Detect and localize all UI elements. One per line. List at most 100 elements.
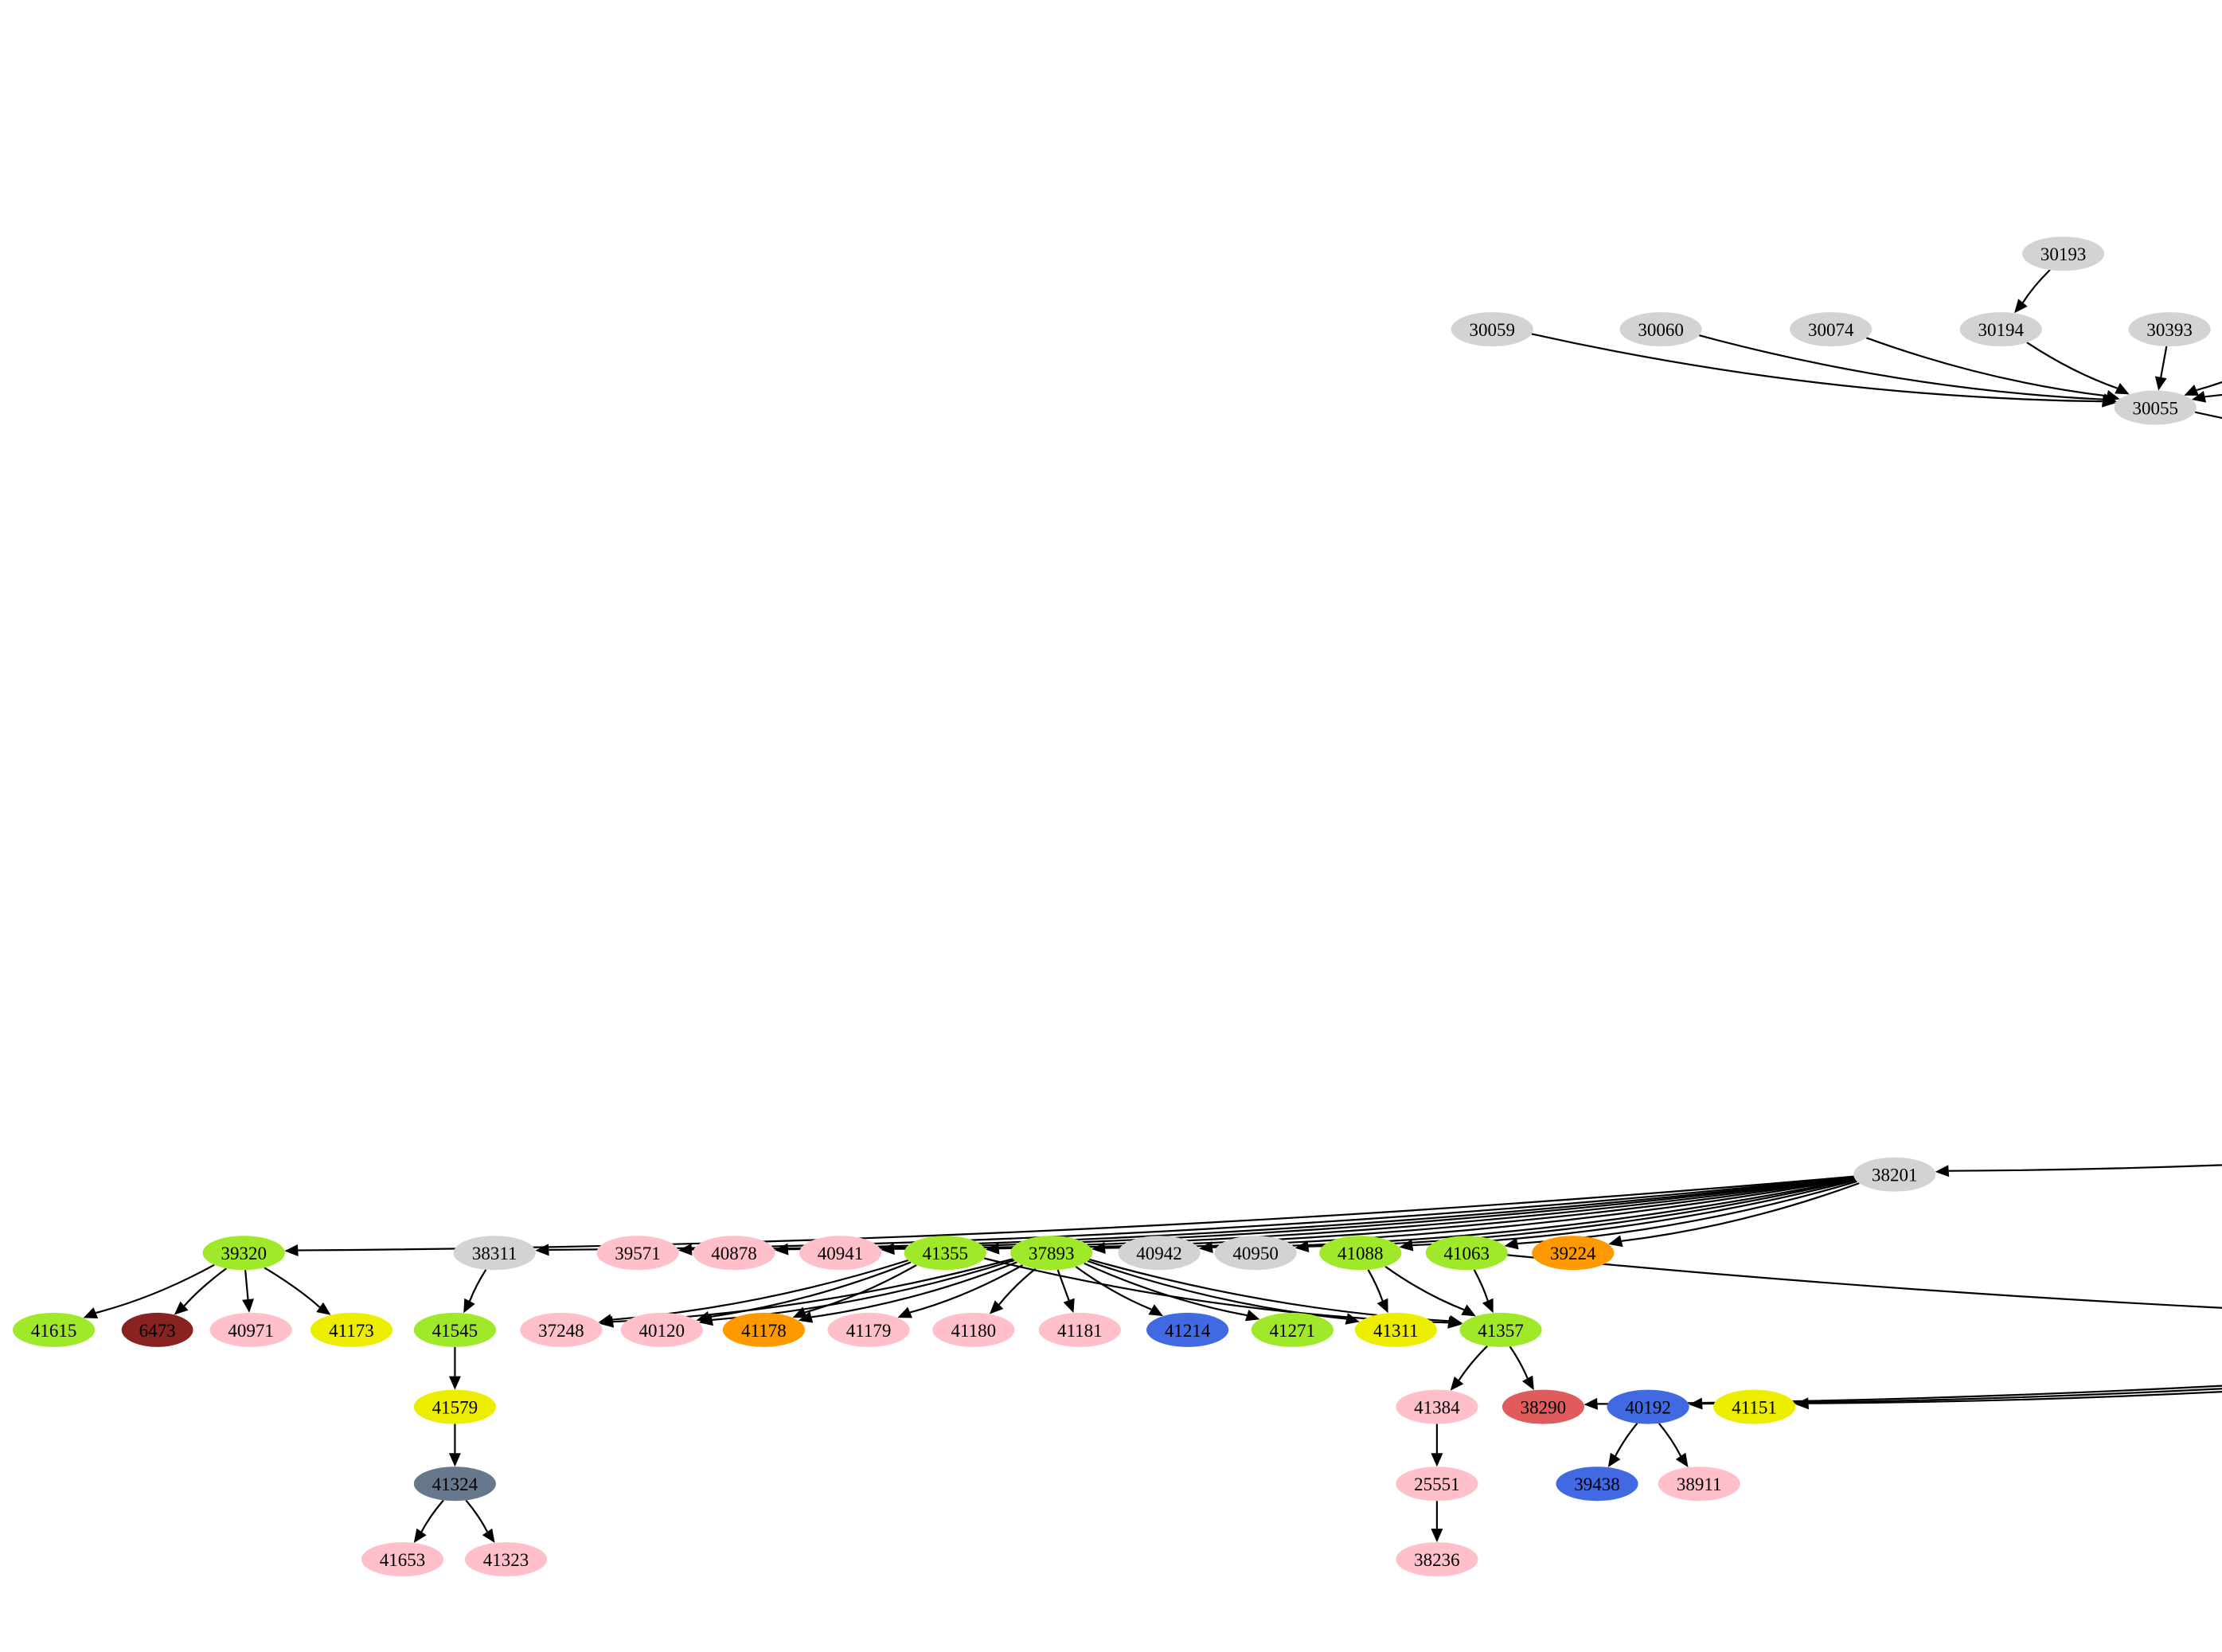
node-ellipse-shape[interactable] [904,1236,986,1271]
graph-node-41088[interactable]: 41088 [1319,1236,1402,1271]
node-ellipse-shape[interactable] [413,1389,497,1424]
node-ellipse-shape[interactable] [1214,1236,1297,1271]
node-ellipse-shape[interactable] [1959,312,2042,347]
node-ellipse-shape[interactable] [722,1312,806,1347]
node-ellipse-shape[interactable] [1354,1312,1437,1347]
graph-node-38201[interactable]: 38201 [1853,1157,1936,1192]
graph-node-30059[interactable]: 30059 [1451,312,1533,347]
node-ellipse-shape[interactable] [1319,1236,1402,1271]
edge-arrowhead [2105,390,2120,402]
graph-node-41173[interactable]: 41173 [310,1312,392,1347]
node-ellipse-shape[interactable] [1396,1389,1478,1424]
node-ellipse-shape[interactable] [413,1312,497,1347]
node-ellipse-shape[interactable] [209,1312,292,1347]
graph-node-30060[interactable]: 30060 [1619,312,1702,347]
graph-node-30194[interactable]: 30194 [1959,312,2042,347]
node-ellipse-shape[interactable] [453,1236,536,1271]
node-ellipse-shape[interactable] [1532,1236,1615,1271]
graph-node-41178[interactable]: 41178 [722,1312,806,1347]
graph-node-38290[interactable]: 38290 [1502,1389,1584,1424]
node-ellipse-shape[interactable] [413,1466,497,1502]
node-ellipse-shape[interactable] [827,1312,910,1347]
node-ellipse-shape[interactable] [1619,312,1702,347]
graph-node-41615[interactable]: 41615 [13,1312,96,1347]
graph-node-41324[interactable]: 41324 [413,1466,497,1502]
node-ellipse-shape[interactable] [799,1236,882,1271]
graph-node-6473[interactable]: 6473 [121,1312,193,1347]
graph-node-40878[interactable]: 40878 [693,1236,775,1271]
graph-node-41214[interactable]: 41214 [1146,1312,1229,1347]
graph-node-41180[interactable]: 41180 [932,1312,1015,1347]
node-ellipse-shape[interactable] [1658,1466,1740,1502]
graph-node-37893[interactable]: 37893 [1010,1236,1093,1271]
graph-edge [909,1264,1024,1314]
node-ellipse-shape[interactable] [1451,312,1533,347]
graph-node-38911[interactable]: 38911 [1658,1466,1740,1502]
node-ellipse-shape[interactable] [1425,1236,1508,1271]
node-ellipse-shape[interactable] [13,1312,96,1347]
node-ellipse-shape[interactable] [2128,312,2211,347]
graph-node-30074[interactable]: 30074 [1790,312,1872,347]
node-ellipse-shape[interactable] [1853,1157,1936,1192]
node-ellipse-shape[interactable] [620,1312,703,1347]
graph-node-30055[interactable]: 30055 [2114,390,2197,425]
graph-node-25551[interactable]: 25551 [1396,1466,1478,1502]
graph-node-39224[interactable]: 39224 [1532,1236,1615,1271]
graph-edge [1075,1266,1152,1310]
node-ellipse-shape[interactable] [1038,1312,1121,1347]
graph-node-40192[interactable]: 40192 [1607,1389,1689,1424]
node-ellipse-shape[interactable] [1118,1236,1201,1271]
graph-node-41579[interactable]: 41579 [413,1389,497,1424]
graph-node-41355[interactable]: 41355 [904,1236,986,1271]
graph-node-41653[interactable]: 41653 [361,1542,444,1577]
node-ellipse-shape[interactable] [1607,1389,1689,1424]
node-ellipse-shape[interactable] [2114,390,2197,425]
graph-node-40950[interactable]: 40950 [1214,1236,1297,1271]
graph-node-41179[interactable]: 41179 [827,1312,910,1347]
node-ellipse-shape[interactable] [1251,1312,1334,1347]
node-ellipse-shape[interactable] [693,1236,775,1271]
node-ellipse-shape[interactable] [1146,1312,1229,1347]
graph-node-41181[interactable]: 41181 [1038,1312,1121,1347]
graph-node-41311[interactable]: 41311 [1354,1312,1437,1347]
graph-node-39571[interactable]: 39571 [596,1236,679,1271]
graph-edge [1531,333,2103,403]
node-ellipse-shape[interactable] [310,1312,392,1347]
node-ellipse-shape[interactable] [1713,1389,1796,1424]
node-ellipse-shape[interactable] [464,1542,548,1577]
graph-node-41151[interactable]: 41151 [1713,1389,1796,1424]
graph-node-41271[interactable]: 41271 [1251,1312,1334,1347]
graph-node-40941[interactable]: 40941 [799,1236,882,1271]
graph-node-41063[interactable]: 41063 [1425,1236,1508,1271]
edge-arrowhead [1431,1453,1443,1467]
node-ellipse-shape[interactable] [1396,1542,1478,1577]
node-ellipse-shape[interactable] [361,1542,444,1577]
node-ellipse-shape[interactable] [1459,1312,1542,1347]
graph-node-39320[interactable]: 39320 [202,1236,285,1271]
node-ellipse-shape[interactable] [1502,1389,1584,1424]
node-ellipse-shape[interactable] [520,1312,603,1347]
node-ellipse-shape[interactable] [932,1312,1015,1347]
graph-node-30193[interactable]: 30193 [2022,236,2105,271]
node-ellipse-shape[interactable] [2022,236,2105,271]
graph-node-41323[interactable]: 41323 [464,1542,548,1577]
graph-node-40971[interactable]: 40971 [209,1312,292,1347]
node-ellipse-shape[interactable] [596,1236,679,1271]
graph-node-41384[interactable]: 41384 [1396,1389,1478,1424]
node-ellipse-shape[interactable] [1790,312,1872,347]
node-ellipse-shape[interactable] [1396,1466,1478,1502]
node-ellipse-shape[interactable] [121,1312,193,1347]
graph-node-41357[interactable]: 41357 [1459,1312,1542,1347]
node-ellipse-shape[interactable] [1010,1236,1093,1271]
graph-node-37248[interactable]: 37248 [520,1312,603,1347]
node-ellipse-shape[interactable] [1556,1466,1638,1502]
graph-node-40942[interactable]: 40942 [1118,1236,1201,1271]
graph-node-40120[interactable]: 40120 [620,1312,703,1347]
graph-node-38236[interactable]: 38236 [1396,1542,1478,1577]
graph-node-41545[interactable]: 41545 [413,1312,497,1347]
graph-node-38311[interactable]: 38311 [453,1236,536,1271]
node-ellipse-shape[interactable] [202,1236,285,1271]
graph-node-30393[interactable]: 30393 [2128,312,2211,347]
graph-edge [1104,1177,1855,1249]
graph-node-39438[interactable]: 39438 [1556,1466,1638,1502]
